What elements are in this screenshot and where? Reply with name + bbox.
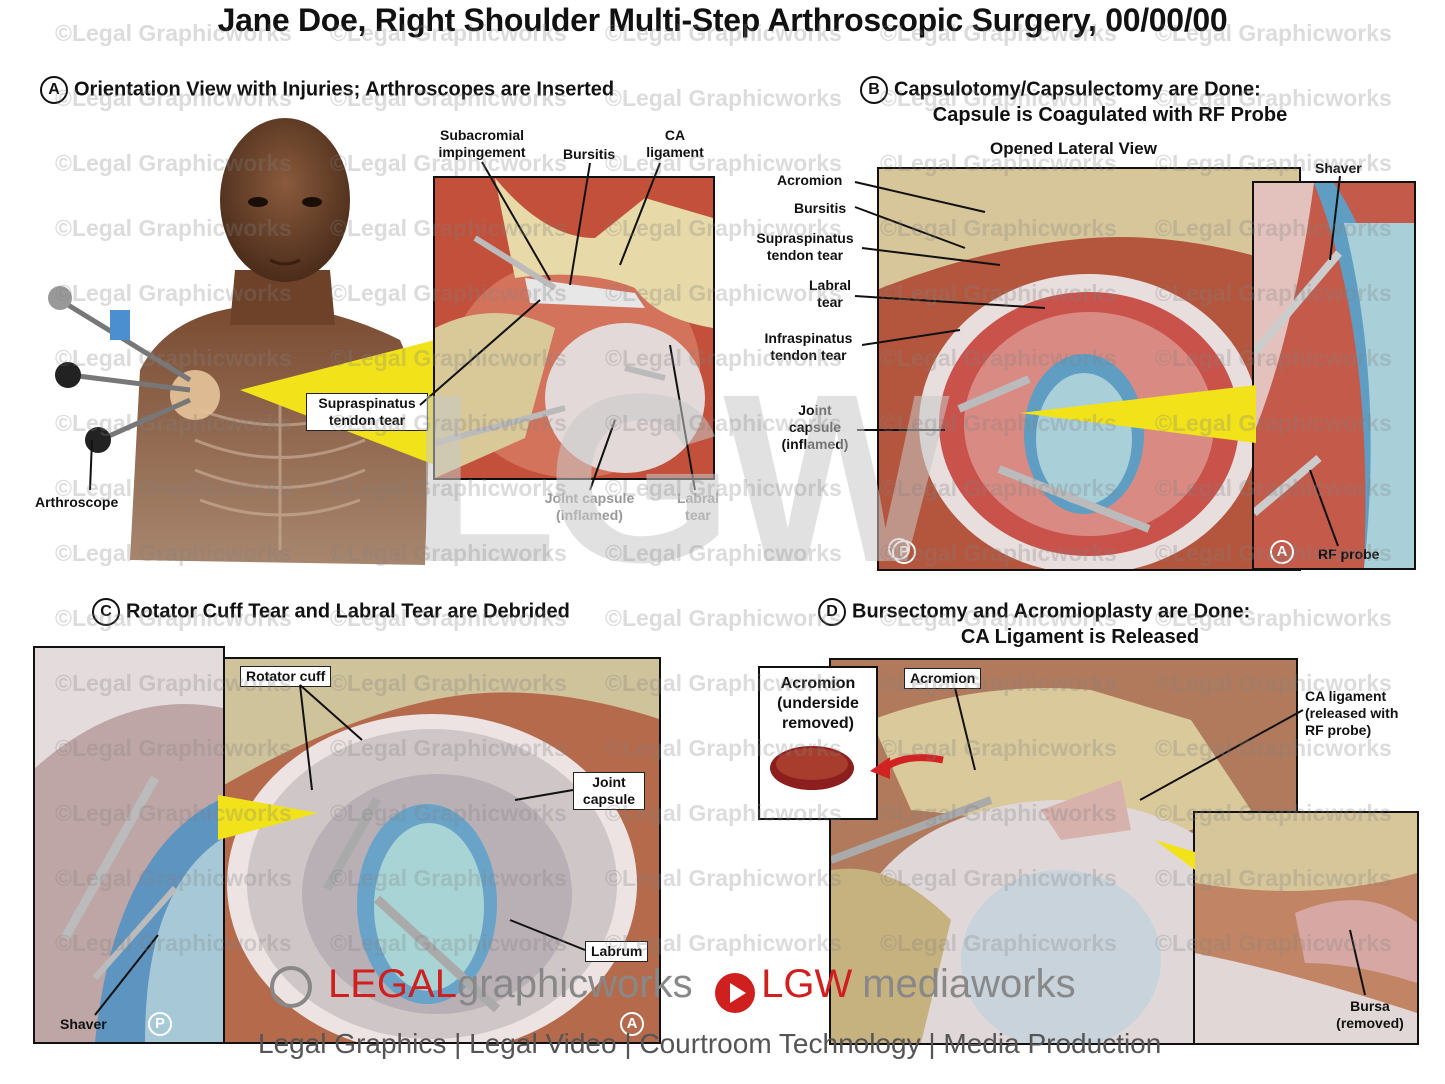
label-labral-tear-a: Labral tear [676, 490, 719, 523]
footer-tagline: Legal Graphics | Legal Video | Courtroom… [258, 1028, 1162, 1059]
panel-d-callout [1155, 840, 1195, 870]
panel-b-title-line2: Capsule is Coagulated with RF Probe [932, 104, 1288, 126]
patient-figure [48, 118, 435, 565]
panel-c-inset [33, 646, 225, 1044]
panel-d-title-line2: CA Ligament is Released [960, 626, 1200, 648]
watermark-text: ©Legal Graphicworks [605, 540, 842, 566]
footer-graphicworks: graphicworks [456, 962, 693, 1006]
footer-legal: LEGAL [328, 962, 457, 1006]
acromion-fragment [770, 746, 854, 790]
label-acromion-d: Acromion [904, 668, 982, 689]
panel-c-corner-a: A [620, 1012, 644, 1036]
panel-b-corner-p: P [892, 540, 916, 564]
panel-a-inset [433, 176, 715, 480]
label-arthroscope: Arthroscope [35, 494, 119, 510]
label-ca-ligament-a: CA ligament [646, 127, 704, 160]
play-icon [715, 972, 756, 1013]
label-shaver-b: Shaver [1315, 160, 1362, 176]
panel-d-inset [1193, 811, 1419, 1045]
label-bursitis-b: Bursitis [794, 200, 847, 216]
footer-lgw: LGW [761, 962, 853, 1006]
label-bursitis-a: Bursitis [563, 146, 616, 162]
panel-b-callout [1020, 385, 1256, 443]
panel-b-subtitle: Opened Lateral View [990, 139, 1157, 158]
watermark-text: ©Legal Graphicworks [605, 605, 842, 631]
label-subacromial-impingement: Subacromial impingement [438, 127, 526, 160]
panel-b-inset [1252, 181, 1416, 570]
label-labrum: Labrum [585, 941, 649, 962]
panel-d-title-line1: Bursectomy and Acromioplasty are Done: [852, 600, 1251, 623]
panel-c-corner-p: P [148, 1012, 172, 1036]
label-joint-capsule-c: Joint capsule [573, 772, 645, 810]
panel-a-title: A Orientation View with Injuries; Arthros… [40, 76, 614, 104]
panel-c-title-text: Rotator Cuff Tear and Labral Tear are De… [126, 600, 570, 623]
panel-c-callout [218, 795, 318, 840]
panel-d-badge: D [818, 598, 846, 626]
label-labral-tear-b: Labral tear [808, 277, 851, 310]
panel-d-title: D Bursectomy and Acromioplasty are Done: [818, 598, 1250, 626]
label-acromion-b: Acromion [777, 172, 843, 188]
label-shaver-c: Shaver [60, 1016, 107, 1032]
panel-a-title-text: Orientation View with Injuries; Arthrosc… [74, 78, 615, 101]
label-supraspinatus-a: Supraspinatus tendon tear [306, 393, 428, 431]
panel-b-title: B Capsulotomy/Capsulectomy are Done: [860, 76, 1261, 104]
label-bursa-removed: Bursa (removed) [1336, 998, 1404, 1031]
label-joint-capsule-a: Joint capsule (inflamed) [544, 490, 635, 523]
label-ca-ligament-d: CA ligament (released with RF probe) [1305, 688, 1399, 738]
label-rotator-cuff: Rotator cuff [240, 666, 332, 687]
removal-arrow [870, 754, 944, 779]
footer-mediaworks: mediaworks [862, 962, 1076, 1006]
label-acromion-removed: Acromion (underside removed) [777, 675, 859, 732]
label-joint-capsule-b: Joint capsule (inflamed) [781, 402, 849, 452]
magnifier-icon [270, 966, 312, 1008]
panel-b-badge: B [860, 76, 888, 104]
panel-b-corner-a: A [1270, 540, 1294, 564]
label-rf-probe-b: RF probe [1318, 546, 1380, 562]
label-infraspinatus-b: Infraspinatus tendon tear [764, 330, 853, 363]
page-title: Jane Doe, Right Shoulder Multi-Step Arth… [217, 2, 1228, 38]
panel-c-badge: C [92, 598, 120, 626]
panel-b-title-line1: Capsulotomy/Capsulectomy are Done: [894, 78, 1261, 101]
panel-b-main [877, 167, 1301, 571]
panel-c-title: C Rotator Cuff Tear and Labral Tear are D… [92, 598, 570, 626]
label-supraspinatus-b: Supraspinatus tendon tear [756, 230, 854, 263]
watermark-text: ©Legal Graphicworks [605, 85, 842, 111]
acromion-removed-box: Acromion (underside removed) [758, 666, 878, 820]
panel-a-badge: A [40, 76, 68, 104]
